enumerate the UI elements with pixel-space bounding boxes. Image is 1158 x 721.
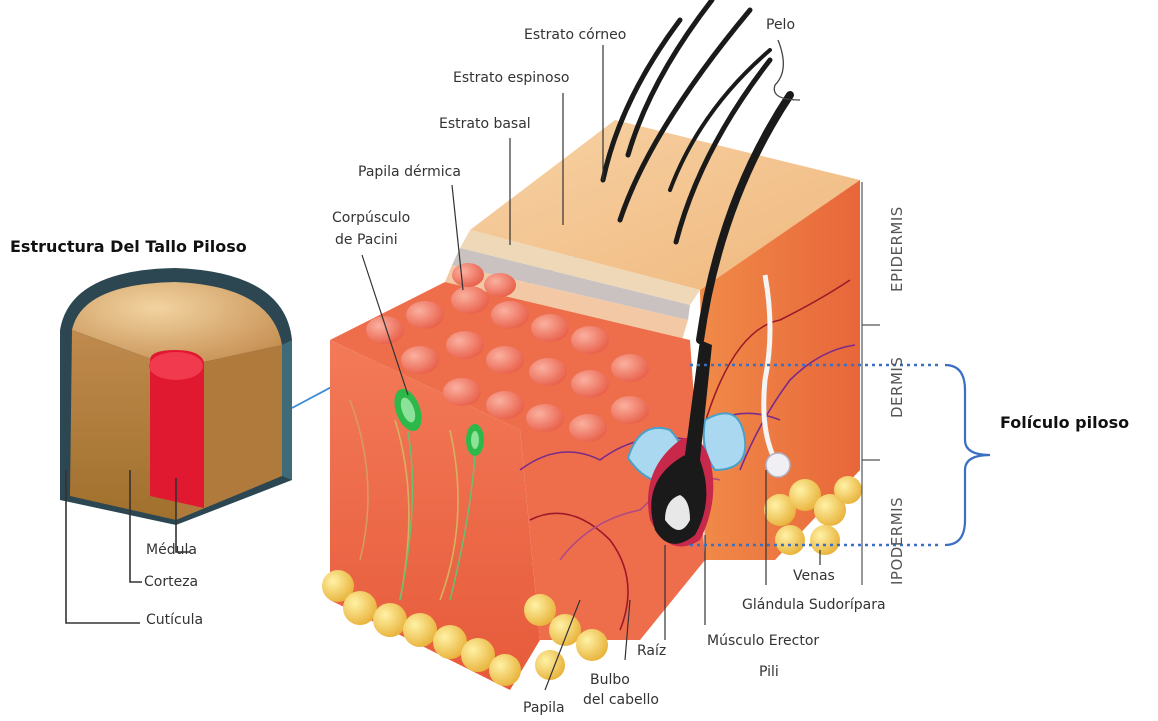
label-musculo-2: Pili — [759, 664, 779, 680]
label-foliculo: Folículo piloso — [1000, 413, 1129, 432]
label-estrato-corneo: Estrato córneo — [524, 27, 626, 43]
label-raiz: Raíz — [637, 643, 666, 659]
diagram-title: Estructura Del Tallo Piloso — [10, 237, 247, 256]
label-estrato-basal: Estrato basal — [439, 116, 531, 132]
label-medula: Médula — [146, 542, 197, 558]
label-bulbo-1: Bulbo — [590, 672, 630, 688]
layer-separators — [862, 182, 880, 585]
label-cuticula: Cutícula — [146, 612, 203, 628]
label-dermis: DERMIS — [888, 357, 906, 418]
label-papila-dermica: Papila dérmica — [358, 164, 461, 180]
label-corpusculo-1: Corpúsculo — [332, 210, 410, 226]
label-venas: Venas — [793, 568, 835, 584]
label-pelo: Pelo — [766, 17, 795, 33]
label-bulbo-2: del cabello — [583, 692, 659, 708]
pelo-leader — [774, 40, 800, 100]
label-corteza: Corteza — [144, 574, 198, 590]
label-glandula: Glándula Sudorípara — [742, 597, 886, 613]
label-corpusculo-2: de Pacini — [335, 232, 398, 248]
label-papila: Papila — [523, 700, 565, 716]
label-estrato-espinoso: Estrato espinoso — [453, 70, 569, 86]
label-epidermis: EPIDERMIS — [888, 206, 906, 292]
label-musculo-1: Músculo Erector — [707, 633, 819, 649]
label-hipodermis: IPODERMIS — [888, 497, 906, 585]
